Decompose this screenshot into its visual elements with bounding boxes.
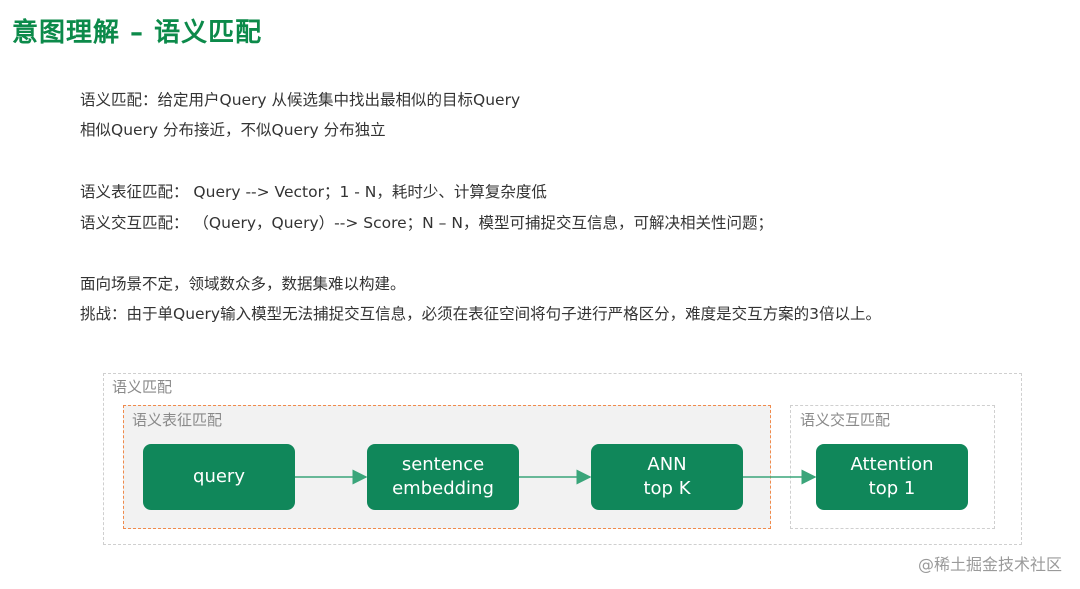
node-sentence-embedding: sentence embedding xyxy=(367,444,519,510)
node-sentence-embedding-line2: embedding xyxy=(392,478,494,499)
node-attention-line1: Attention xyxy=(850,454,934,475)
text-line-definition: 语义匹配：给定用户Query 从候选集中找出最相似的目标Query xyxy=(80,91,521,109)
representation-matching-label: 语义表征匹配 xyxy=(132,411,223,429)
node-attention-top1: Attention top 1 xyxy=(816,444,968,510)
node-ann-line2: top K xyxy=(643,478,691,499)
interaction-matching-group xyxy=(790,405,995,529)
node-query-label: query xyxy=(193,466,245,487)
text-line-challenge: 挑战：由于单Query输入模型无法捕捉交互信息，必须在表征空间将句子进行严格区分… xyxy=(80,305,881,323)
watermark: @稀土掘金技术社区 xyxy=(917,555,1062,574)
semantic-matching-group xyxy=(103,373,1022,545)
interaction-matching-label: 语义交互匹配 xyxy=(800,411,891,429)
semantic-matching-label: 语义匹配 xyxy=(112,378,173,396)
text-line-representation-matching: 语义表征匹配： Query --> Vector；1 - N，耗时少、计算复杂度… xyxy=(80,183,547,201)
page-title: 意图理解 – 语义匹配 xyxy=(12,18,263,48)
node-ann-line1: ANN xyxy=(647,454,687,475)
node-sentence-embedding-line1: sentence xyxy=(401,454,485,475)
node-attention-line2: top 1 xyxy=(868,478,916,499)
node-ann-topk: ANN top K xyxy=(591,444,743,510)
text-line-scenario: 面向场景不定，领域数众多，数据集难以构建。 xyxy=(80,275,406,293)
text-line-distribution: 相似Query 分布接近，不似Query 分布独立 xyxy=(80,121,386,139)
text-line-interaction-matching: 语义交互匹配： （Query，Query）--> Score；N – N，模型可… xyxy=(80,214,773,232)
node-query: query xyxy=(143,444,295,510)
